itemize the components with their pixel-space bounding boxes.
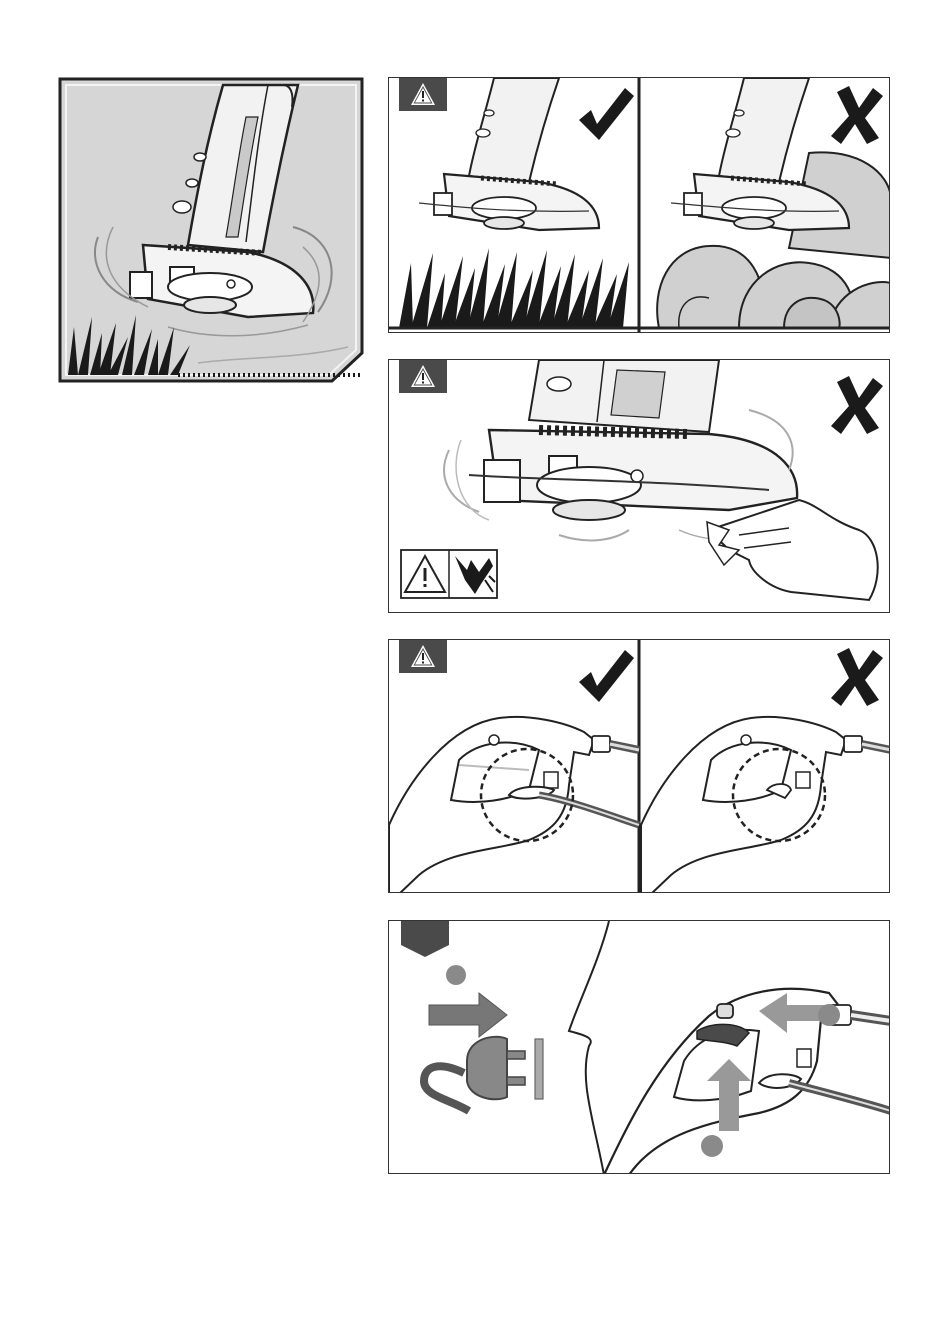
figure-a-panel <box>388 77 890 333</box>
figure-b-panel <box>388 359 890 613</box>
figure-d-panel <box>388 920 890 1174</box>
cross-mark-icon <box>831 648 883 706</box>
figure-c-warning-tab <box>399 639 447 673</box>
warning-triangle-icon <box>410 82 436 106</box>
warning-triangle-icon <box>410 644 436 668</box>
intro-figure <box>58 77 364 383</box>
figure-b-illustration <box>389 360 890 613</box>
warning-triangle-icon <box>410 364 436 388</box>
figure-c-panel <box>388 639 890 893</box>
figure-a-illustration <box>389 78 890 333</box>
cross-mark-icon <box>831 86 883 144</box>
hazard-pictograms <box>401 550 497 598</box>
figure-a-warning-tab <box>399 77 447 111</box>
check-mark-icon <box>579 650 634 702</box>
check-mark-icon <box>579 88 634 140</box>
step-tab-icon <box>401 921 449 957</box>
cross-mark-icon <box>831 376 883 434</box>
figure-c-illustration <box>389 640 890 893</box>
intro-illustration <box>58 77 364 383</box>
figure-d-illustration <box>389 921 890 1174</box>
figure-b-warning-tab <box>399 359 447 393</box>
